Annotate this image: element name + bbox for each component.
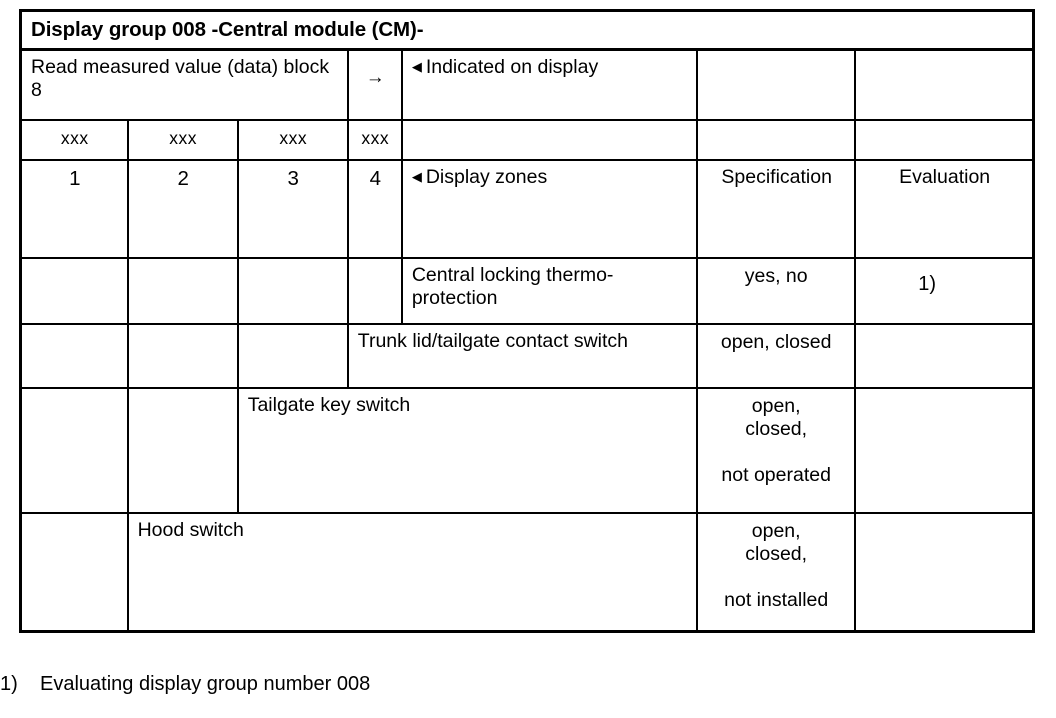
parameter-label-central-locking: Central locking thermo-protection xyxy=(411,263,614,309)
parameter-label-cell-tailgate-key: Tailgate key switch xyxy=(236,386,699,514)
table-row-zone-numbers: 1 2 3 4 ◀Display zones Specification xyxy=(19,158,1035,259)
xxx-value-4: xxx xyxy=(361,127,390,148)
blank-cell-tail-2 xyxy=(126,386,239,514)
specification-value-hood-switch: open, closed, not installed xyxy=(698,514,854,616)
zone-number-4: 4 xyxy=(369,166,381,190)
xxx-row-blank-cell xyxy=(400,118,699,161)
footnote-text: Evaluating display group number 008 xyxy=(40,673,371,695)
blank-cell-clt-3 xyxy=(236,256,349,325)
xxx-cell-3: xxx xyxy=(236,118,349,161)
spec-line: closed, xyxy=(745,542,808,565)
zone-number-cell-3: 3 xyxy=(236,158,349,259)
spec-line: closed, xyxy=(745,417,808,440)
blank-cell-tail-1 xyxy=(19,386,129,514)
specification-header-cell: Specification xyxy=(696,158,857,259)
xxx-value-2: xxx xyxy=(169,127,198,148)
read-instruction-text: Read measured value (data) block 8 xyxy=(31,56,330,101)
parameter-label-cell-hood-switch: Hood switch xyxy=(126,511,699,633)
spec-blank-line xyxy=(704,441,848,464)
display-zones-text: Display zones xyxy=(425,165,548,188)
indicated-on-display-text: Indicated on display xyxy=(425,56,599,78)
parameter-label-tailgate-key: Tailgate key switch xyxy=(247,393,411,416)
indicated-on-display-cell: ◀Indicated on display xyxy=(400,48,699,121)
blank-cell-trunk-3 xyxy=(236,322,349,389)
table-row-trunk-lid: Trunk lid/tailgate contact switch open, … xyxy=(19,322,1035,389)
blank-cell-clt-2 xyxy=(126,256,239,325)
specification-cell-hood-switch: open, closed, not installed xyxy=(696,511,857,633)
specification-value-central-locking: yes, no xyxy=(744,264,808,287)
blank-cell-hood-1 xyxy=(19,511,129,633)
specification-header: Specification xyxy=(721,165,832,188)
xxx-value-1: xxx xyxy=(60,127,89,148)
right-arrow-icon: → xyxy=(365,67,385,88)
blank-cell-clt-1 xyxy=(19,256,129,325)
zone-number-cell-4: 4 xyxy=(346,158,403,259)
parameter-label-cell-trunk-lid: Trunk lid/tailgate contact switch xyxy=(346,322,699,389)
spec-line: open, xyxy=(751,519,801,542)
parameter-label-cell-central-locking: Central locking thermo-protection xyxy=(400,256,699,325)
spec-line: not installed xyxy=(724,588,829,611)
parameter-label-hood-switch: Hood switch xyxy=(137,518,244,541)
spec-col-empty-cell-2 xyxy=(696,118,857,161)
arrow-cell: → xyxy=(346,48,403,121)
evaluation-cell-hood-switch xyxy=(854,511,1035,633)
blank-cell-trunk-2 xyxy=(126,322,239,389)
table-title-cell: Display group 008 -Central module (CM)- xyxy=(19,9,1035,51)
eval-col-empty-cell-1 xyxy=(854,48,1035,121)
spec-blank-line xyxy=(704,566,848,589)
eval-col-empty-cell-2 xyxy=(854,118,1035,161)
specification-cell-central-locking: yes, no xyxy=(696,256,857,325)
zone-number-3: 3 xyxy=(287,166,299,190)
zone-number-cell-2: 2 xyxy=(126,158,239,259)
table-row-central-locking: Central locking thermo-protection yes, n… xyxy=(19,256,1035,325)
evaluation-footnote-ref: 1) xyxy=(918,272,937,295)
table-row-title: Display group 008 -Central module (CM)- xyxy=(19,9,1035,51)
left-triangle-icon: ◀ xyxy=(411,59,422,74)
xxx-cell-2: xxx xyxy=(126,118,239,161)
evaluation-header-cell: Evaluation xyxy=(854,158,1035,259)
evaluation-cell-central-locking: 1) xyxy=(854,256,1035,325)
specification-cell-tailgate-key: open, closed, not operated xyxy=(696,386,857,514)
display-zones-cell: ◀Display zones xyxy=(400,158,699,259)
xxx-value-3: xxx xyxy=(279,127,308,148)
table-row-xxx: xxx xxx xxx xxx xyxy=(19,118,1035,161)
read-instruction-cell: Read measured value (data) block 8 xyxy=(19,48,349,121)
table-row-hood-switch: Hood switch open, closed, not installed xyxy=(19,511,1035,633)
blank-cell-clt-4 xyxy=(346,256,403,325)
zone-number-1: 1 xyxy=(69,166,81,190)
specification-value-tailgate-key: open, closed, not operated xyxy=(698,389,854,491)
specification-value-trunk-lid: open, closed xyxy=(720,330,832,353)
xxx-cell-4: xxx xyxy=(346,118,403,161)
left-triangle-icon-zones: ◀ xyxy=(411,168,422,184)
zone-number-cell-1: 1 xyxy=(19,158,129,259)
footnote: 1) Evaluating display group number 008 xyxy=(0,672,1000,696)
zone-number-2: 2 xyxy=(177,166,189,190)
parameter-label-trunk-lid: Trunk lid/tailgate contact switch xyxy=(357,329,629,352)
spec-line: open, xyxy=(751,394,801,417)
blank-cell-trunk-1 xyxy=(19,322,129,389)
display-group-spec-table: Display group 008 -Central module (CM)- … xyxy=(19,9,1035,633)
footnote-marker: 1) xyxy=(0,673,18,695)
page-title: Display group 008 -Central module (CM)- xyxy=(31,18,424,41)
table-row-tailgate-key-switch: Tailgate key switch open, closed, not op… xyxy=(19,386,1035,514)
spec-line: not operated xyxy=(721,463,831,486)
table-row-read-instruction: Read measured value (data) block 8 → ◀In… xyxy=(19,48,1035,121)
evaluation-cell-trunk-lid xyxy=(854,322,1035,389)
specification-cell-trunk-lid: open, closed xyxy=(696,322,857,389)
spec-col-empty-cell-1 xyxy=(696,48,857,121)
xxx-cell-1: xxx xyxy=(19,118,129,161)
evaluation-cell-tailgate-key xyxy=(854,386,1035,514)
evaluation-header: Evaluation xyxy=(899,165,991,188)
